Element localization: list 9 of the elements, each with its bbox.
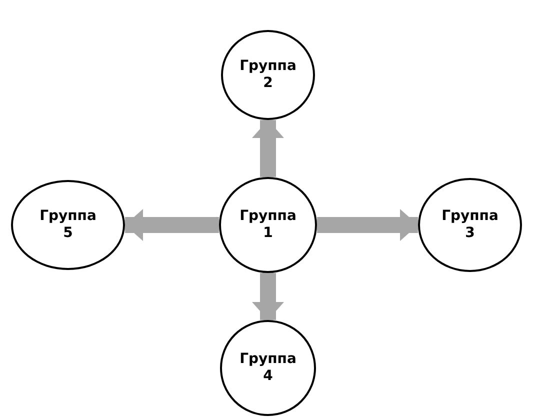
group-label: Группа 1: [240, 208, 296, 242]
group-label: Группа 4: [240, 351, 296, 385]
block-arrow: [317, 209, 418, 241]
block-arrow: [125, 209, 219, 241]
group-label: Группа 3: [442, 208, 498, 242]
group-label: Группа 2: [240, 58, 296, 92]
group-label: Группа 5: [40, 208, 96, 242]
block-arrow: [252, 273, 284, 320]
block-arrow: [252, 120, 284, 177]
